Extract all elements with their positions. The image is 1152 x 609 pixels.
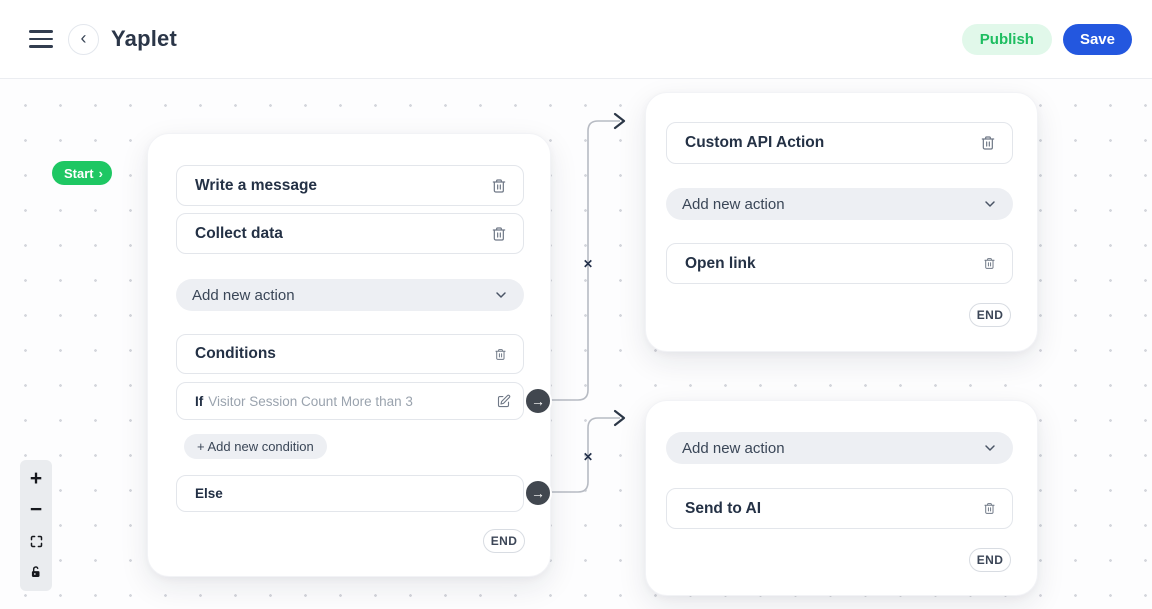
back-button[interactable]: ‹: [68, 23, 99, 55]
action-card-custom-api[interactable]: Custom API Action: [666, 122, 1013, 164]
chevron-down-icon: [982, 196, 998, 212]
end-badge: END: [483, 529, 525, 553]
action-card-send-to-ai[interactable]: Send to AI: [666, 488, 1013, 529]
add-new-action-dropdown[interactable]: Add new action: [666, 432, 1013, 464]
end-badge: END: [969, 548, 1011, 572]
zoom-in-button[interactable]: +: [22, 465, 50, 493]
arrow-right-icon: →: [531, 392, 545, 409]
zoom-out-button[interactable]: −: [22, 496, 50, 524]
action-card-write-message[interactable]: Write a message: [176, 165, 524, 206]
delete-edge-icon[interactable]: ✕: [582, 257, 594, 271]
node-custom-api[interactable]: Custom API Action Add new action Open li…: [645, 92, 1038, 352]
conditions-card[interactable]: Conditions: [176, 334, 524, 374]
delete-edge-icon[interactable]: ✕: [582, 450, 594, 464]
start-label: Start: [64, 165, 94, 181]
node-send-to-ai[interactable]: Add new action Send to AI END: [645, 400, 1038, 596]
start-node[interactable]: Start ›: [52, 161, 112, 185]
trash-icon[interactable]: [983, 502, 996, 515]
chevron-right-icon: ›: [98, 165, 103, 181]
trash-icon[interactable]: [983, 257, 996, 270]
arrow-right-icon: →: [531, 484, 545, 501]
lock-icon: [29, 565, 43, 579]
save-button[interactable]: Save: [1062, 23, 1132, 55]
action-card-open-link[interactable]: Open link: [666, 243, 1013, 284]
connection-handle-if[interactable]: →: [524, 387, 552, 415]
minus-icon: −: [29, 498, 43, 522]
trash-icon[interactable]: [491, 178, 507, 194]
condition-if-row[interactable]: If Visitor Session Count More than 3: [176, 382, 524, 420]
trash-icon[interactable]: [494, 348, 507, 361]
edit-icon[interactable]: [496, 394, 511, 409]
trash-icon[interactable]: [980, 135, 996, 151]
menu-icon[interactable]: [29, 30, 53, 48]
arrowhead-api: [613, 112, 626, 130]
publish-button[interactable]: Publish: [961, 23, 1052, 55]
lock-interactivity-button[interactable]: [22, 558, 50, 586]
header: ‹ Yaplet Publish Save: [0, 0, 1152, 79]
fit-view-icon: [29, 534, 44, 549]
fit-view-button[interactable]: [22, 527, 50, 555]
connection-handle-else[interactable]: →: [524, 479, 552, 507]
node-main[interactable]: Write a message Collect data Add new act…: [147, 133, 552, 577]
chevron-left-icon: ‹: [80, 28, 87, 48]
chevron-down-icon: [493, 287, 509, 303]
chevron-down-icon: [982, 440, 998, 456]
canvas-controls: + −: [20, 460, 52, 591]
add-new-action-dropdown[interactable]: Add new action: [666, 188, 1013, 220]
arrowhead-ai: [613, 409, 626, 427]
add-new-condition-button[interactable]: + Add new condition: [184, 434, 327, 459]
page-title: Yaplet: [111, 26, 178, 51]
condition-else-row[interactable]: Else: [176, 475, 524, 512]
header-actions: Publish Save: [961, 23, 1132, 55]
plus-icon: +: [29, 467, 43, 491]
add-new-action-dropdown[interactable]: Add new action: [176, 279, 524, 311]
action-card-collect-data[interactable]: Collect data: [176, 213, 524, 254]
trash-icon[interactable]: [491, 226, 507, 242]
flow-canvas[interactable]: ✕ ✕ Start › Write a message Collect data: [0, 79, 1152, 609]
end-badge: END: [969, 303, 1011, 327]
